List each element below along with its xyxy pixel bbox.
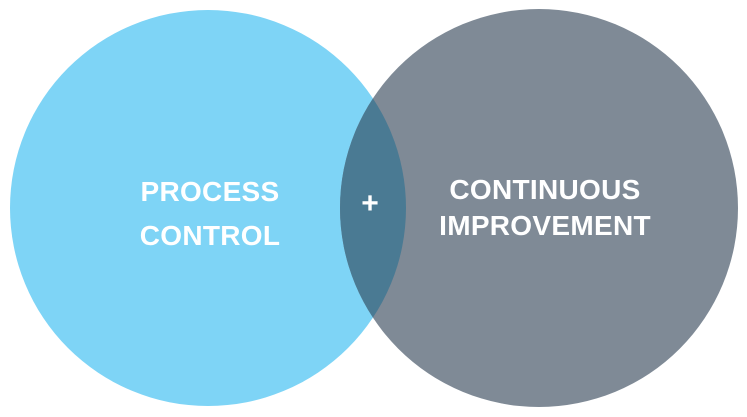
left-circle bbox=[10, 10, 406, 406]
plus-operator: + bbox=[361, 187, 379, 220]
right-label-line-2: IMPROVEMENT bbox=[439, 210, 651, 241]
right-circle bbox=[340, 9, 738, 407]
left-circle-label: PROCESS CONTROL bbox=[90, 170, 330, 258]
left-label-line-1: PROCESS bbox=[140, 176, 280, 207]
left-label-line-2: CONTROL bbox=[139, 220, 281, 251]
right-label-line-1: CONTINUOUS bbox=[449, 174, 641, 205]
right-circle-label: CONTINUOUS IMPROVEMENT bbox=[395, 170, 695, 244]
